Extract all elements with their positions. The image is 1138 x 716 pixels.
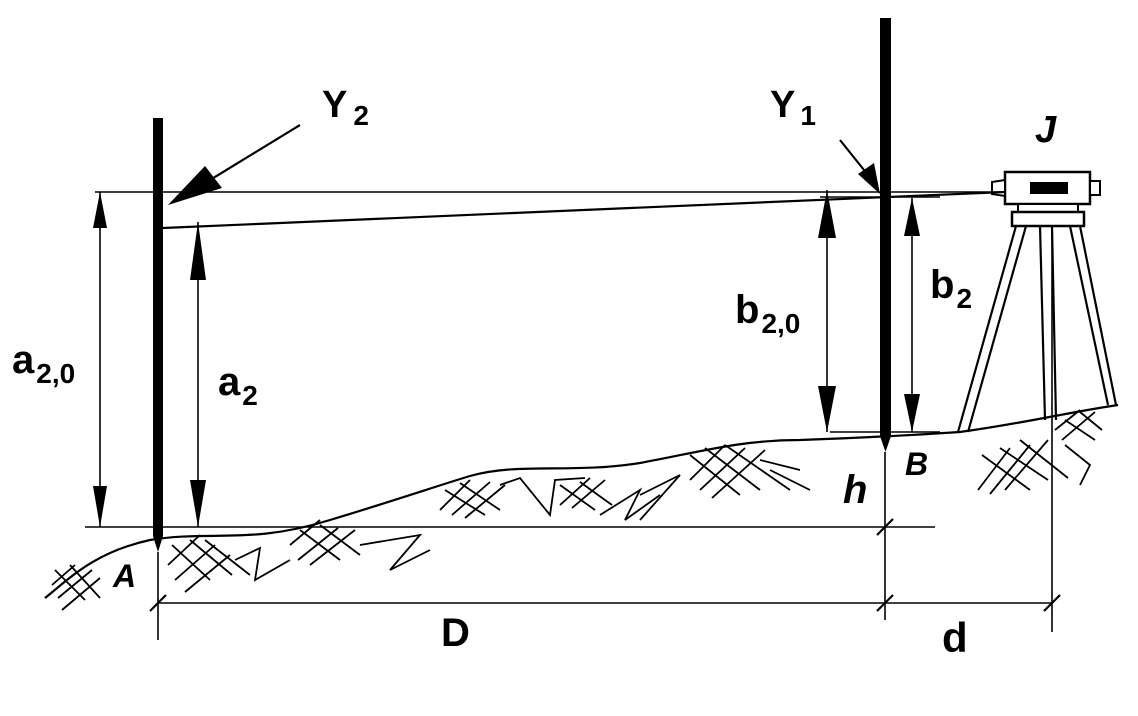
- y2-pointer-arrow: [168, 124, 301, 205]
- dim-a20: [93, 192, 107, 527]
- label-point-b: B: [905, 446, 928, 482]
- rod-b: [880, 18, 891, 436]
- rod-a-tip: [153, 536, 163, 552]
- tripod: [956, 225, 1118, 433]
- y1-pointer-arrow: [839, 139, 880, 194]
- dim-b20: [818, 190, 836, 432]
- dim-a2: [190, 222, 206, 527]
- level-instrument: [991, 170, 1101, 228]
- rod-b-tip: [880, 436, 891, 452]
- label-distance-upper: D: [441, 611, 470, 655]
- label-distance-lower: d: [942, 614, 968, 661]
- inclined-sight-line: [162, 190, 1006, 230]
- dim-distance: [149, 518, 1061, 612]
- dim-b2: [904, 198, 920, 432]
- label-point-a: A: [112, 558, 136, 594]
- ground-profile: [44, 403, 1119, 599]
- rod-a: [153, 118, 163, 536]
- ground-hatching: [51, 409, 1103, 611]
- label-a20: a2,0: [12, 338, 75, 389]
- label-instrument: J: [1035, 109, 1057, 151]
- label-b20: b2,0: [735, 288, 800, 339]
- label-b2: b2: [930, 263, 972, 314]
- label-a2: a2: [218, 360, 258, 411]
- label-height: h: [843, 468, 867, 512]
